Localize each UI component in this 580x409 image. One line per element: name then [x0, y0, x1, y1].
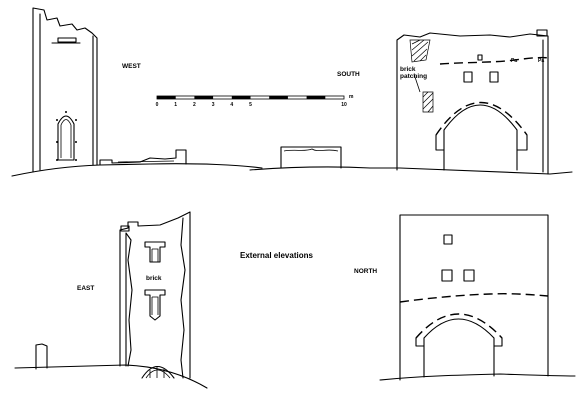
east-lower-window: [144, 289, 166, 321]
east-label: EAST: [77, 285, 94, 292]
south-ground-line: [249, 166, 573, 175]
east-tower-inner-edge: [125, 232, 133, 367]
west-door-dot: [65, 111, 67, 113]
scale-bar-segment: [269, 96, 288, 99]
scale-bar-segment: [306, 96, 326, 99]
pa-label-1: Pa: [511, 58, 517, 64]
south-window-left: [463, 71, 473, 83]
north-label: NORTH: [354, 268, 377, 275]
west-tower-outline: [32, 7, 98, 173]
east-base-arch-inner: [145, 366, 171, 379]
north-window-lower-right: [463, 269, 475, 282]
west-door-dot: [56, 119, 58, 121]
scale-bar-segment: [194, 96, 214, 99]
south-arch-relieving: [435, 101, 528, 136]
east-upper-window: [144, 241, 166, 263]
south-wall-outline: [396, 32, 549, 175]
scale-tick-10: 10: [341, 102, 347, 108]
west-door-dot: [56, 159, 58, 161]
south-archway: [443, 104, 518, 171]
west-label: WEST: [122, 63, 141, 70]
south-small-opening: [477, 54, 483, 61]
east-chimney: [120, 225, 130, 232]
south-label: SOUTH: [337, 71, 360, 78]
north-arch-relieving: [415, 313, 503, 339]
south-low-wall: [280, 146, 342, 169]
south-elevation: Pa Pa brick patching: [249, 29, 573, 175]
west-door-dot: [75, 119, 77, 121]
south-arch-jamb: [435, 134, 528, 151]
west-tower-inner-edge: [39, 13, 94, 171]
scale-tick-2: 2: [193, 102, 196, 108]
east-tower-outline: [119, 211, 191, 379]
east-lower-window-inner: [151, 296, 159, 315]
north-archway: [423, 318, 495, 378]
west-doorway-inner: [60, 119, 72, 158]
north-window-lower-left: [441, 269, 453, 282]
pa-label-2: Pa: [538, 58, 544, 64]
scale-bar-segment: [157, 96, 176, 99]
west-elevation: [11, 7, 263, 177]
east-elevation: brick: [14, 211, 208, 389]
brick-patching-label-1: brick: [400, 66, 416, 73]
brick-patching-leader: [413, 73, 421, 93]
west-low-wall-top: [117, 160, 175, 163]
scale-bar: 0 1 2 3 4 5 10 m: [156, 94, 354, 108]
scale-bar-segment: [231, 96, 251, 99]
scale-tick-1: 1: [174, 102, 177, 108]
east-tower-right-edge: [180, 217, 186, 379]
south-window-right: [489, 71, 499, 83]
brick-patching-hatch-upper: [409, 39, 431, 63]
south-low-wall-top: [283, 148, 339, 152]
north-elevation: [379, 214, 576, 381]
scale-tick-0: 0: [156, 102, 159, 108]
west-door-dot: [75, 159, 77, 161]
brick-patching-hatch-lower: [422, 91, 434, 113]
scale-unit: m: [349, 94, 354, 100]
scale-tick-5: 5: [249, 102, 252, 108]
east-brick-label: brick: [146, 275, 162, 282]
brick-patching-label-2: patching: [400, 73, 427, 80]
drawing-title: External elevations: [240, 251, 313, 260]
north-string-course: [399, 293, 549, 303]
west-top-window: [57, 37, 77, 43]
west-arched-doorway: [57, 115, 75, 161]
east-upper-window-inner: [151, 248, 159, 262]
north-arch-jamb: [415, 337, 503, 347]
north-wall-outline: [399, 214, 549, 381]
scale-tick-3: 3: [212, 102, 215, 108]
south-string-course: [439, 56, 551, 65]
west-door-dot: [75, 141, 77, 143]
east-ground-line: [14, 364, 208, 389]
west-door-dot: [56, 141, 58, 143]
west-ground-line: [11, 163, 263, 177]
east-small-pier: [35, 343, 48, 370]
east-base-arch: [141, 365, 175, 379]
north-ground-line: [379, 373, 576, 381]
south-chimney: [536, 29, 548, 37]
scale-tick-4: 4: [230, 102, 233, 108]
north-window-top: [443, 234, 453, 245]
west-low-wall: [99, 149, 187, 166]
